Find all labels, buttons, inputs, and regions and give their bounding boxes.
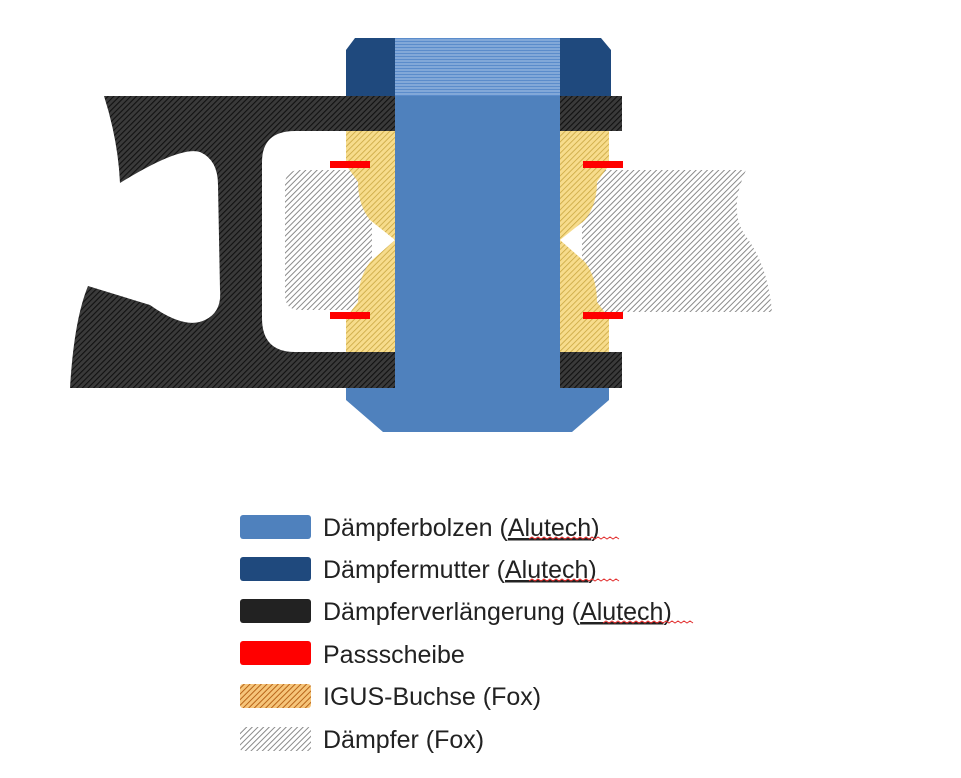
igus-bushing-right-upper xyxy=(560,131,609,240)
igus-bushing-left-upper xyxy=(346,131,395,240)
legend-label-nut: Dämpfermutter (Alutech) xyxy=(323,556,597,584)
legend-item-bushing: IGUS-Buchse (Fox) xyxy=(240,683,541,711)
legend-label-bushing: IGUS-Buchse (Fox) xyxy=(323,683,541,711)
legend: Dämpferbolzen (Alutech) Dämpfermutter (A… xyxy=(240,514,694,754)
legend-swatch-extension xyxy=(240,599,311,623)
legend-swatch-bushing xyxy=(240,684,311,708)
legend-swatch-damper xyxy=(240,727,311,751)
legend-swatch-bolt xyxy=(240,515,311,539)
damper-bolt-thread xyxy=(395,38,560,96)
igus-bushing-left-lower xyxy=(346,240,395,352)
legend-label-damper: Dämpfer (Fox) xyxy=(323,726,484,754)
legend-label-bolt: Dämpferbolzen (Alutech) xyxy=(323,514,600,542)
damper-left-eye xyxy=(285,170,372,310)
damper xyxy=(285,170,772,312)
damper-bolt xyxy=(346,38,609,432)
damper-extension xyxy=(70,96,622,388)
spellcheck-underline xyxy=(528,578,620,582)
legend-swatch-shim xyxy=(240,641,311,665)
spellcheck-underline xyxy=(602,620,694,624)
legend-label-shim: Passscheibe xyxy=(323,641,465,669)
legend-item-extension: Dämpferverlängerung (Alutech) xyxy=(240,598,694,626)
shim-left-bottom xyxy=(330,312,370,319)
legend-item-damper: Dämpfer (Fox) xyxy=(240,726,484,754)
shim-left-top xyxy=(330,161,370,168)
legend-item-nut: Dämpfermutter (Alutech) xyxy=(240,556,620,584)
legend-item-shim: Passscheibe xyxy=(240,641,465,669)
damper-extension-body xyxy=(70,96,622,388)
shim-right-bottom xyxy=(583,312,623,319)
damper-right-body xyxy=(582,170,772,312)
spellcheck-underline xyxy=(528,536,620,540)
legend-label-extension: Dämpferverlängerung (Alutech) xyxy=(323,598,672,626)
legend-item-bolt: Dämpferbolzen (Alutech) xyxy=(240,514,620,542)
damper-bolt-body xyxy=(346,96,609,432)
igus-bushing xyxy=(346,131,609,352)
shim-right-top xyxy=(583,161,623,168)
legend-swatch-nut xyxy=(240,557,311,581)
igus-bushing-right-lower xyxy=(560,240,609,352)
shim xyxy=(330,161,623,319)
